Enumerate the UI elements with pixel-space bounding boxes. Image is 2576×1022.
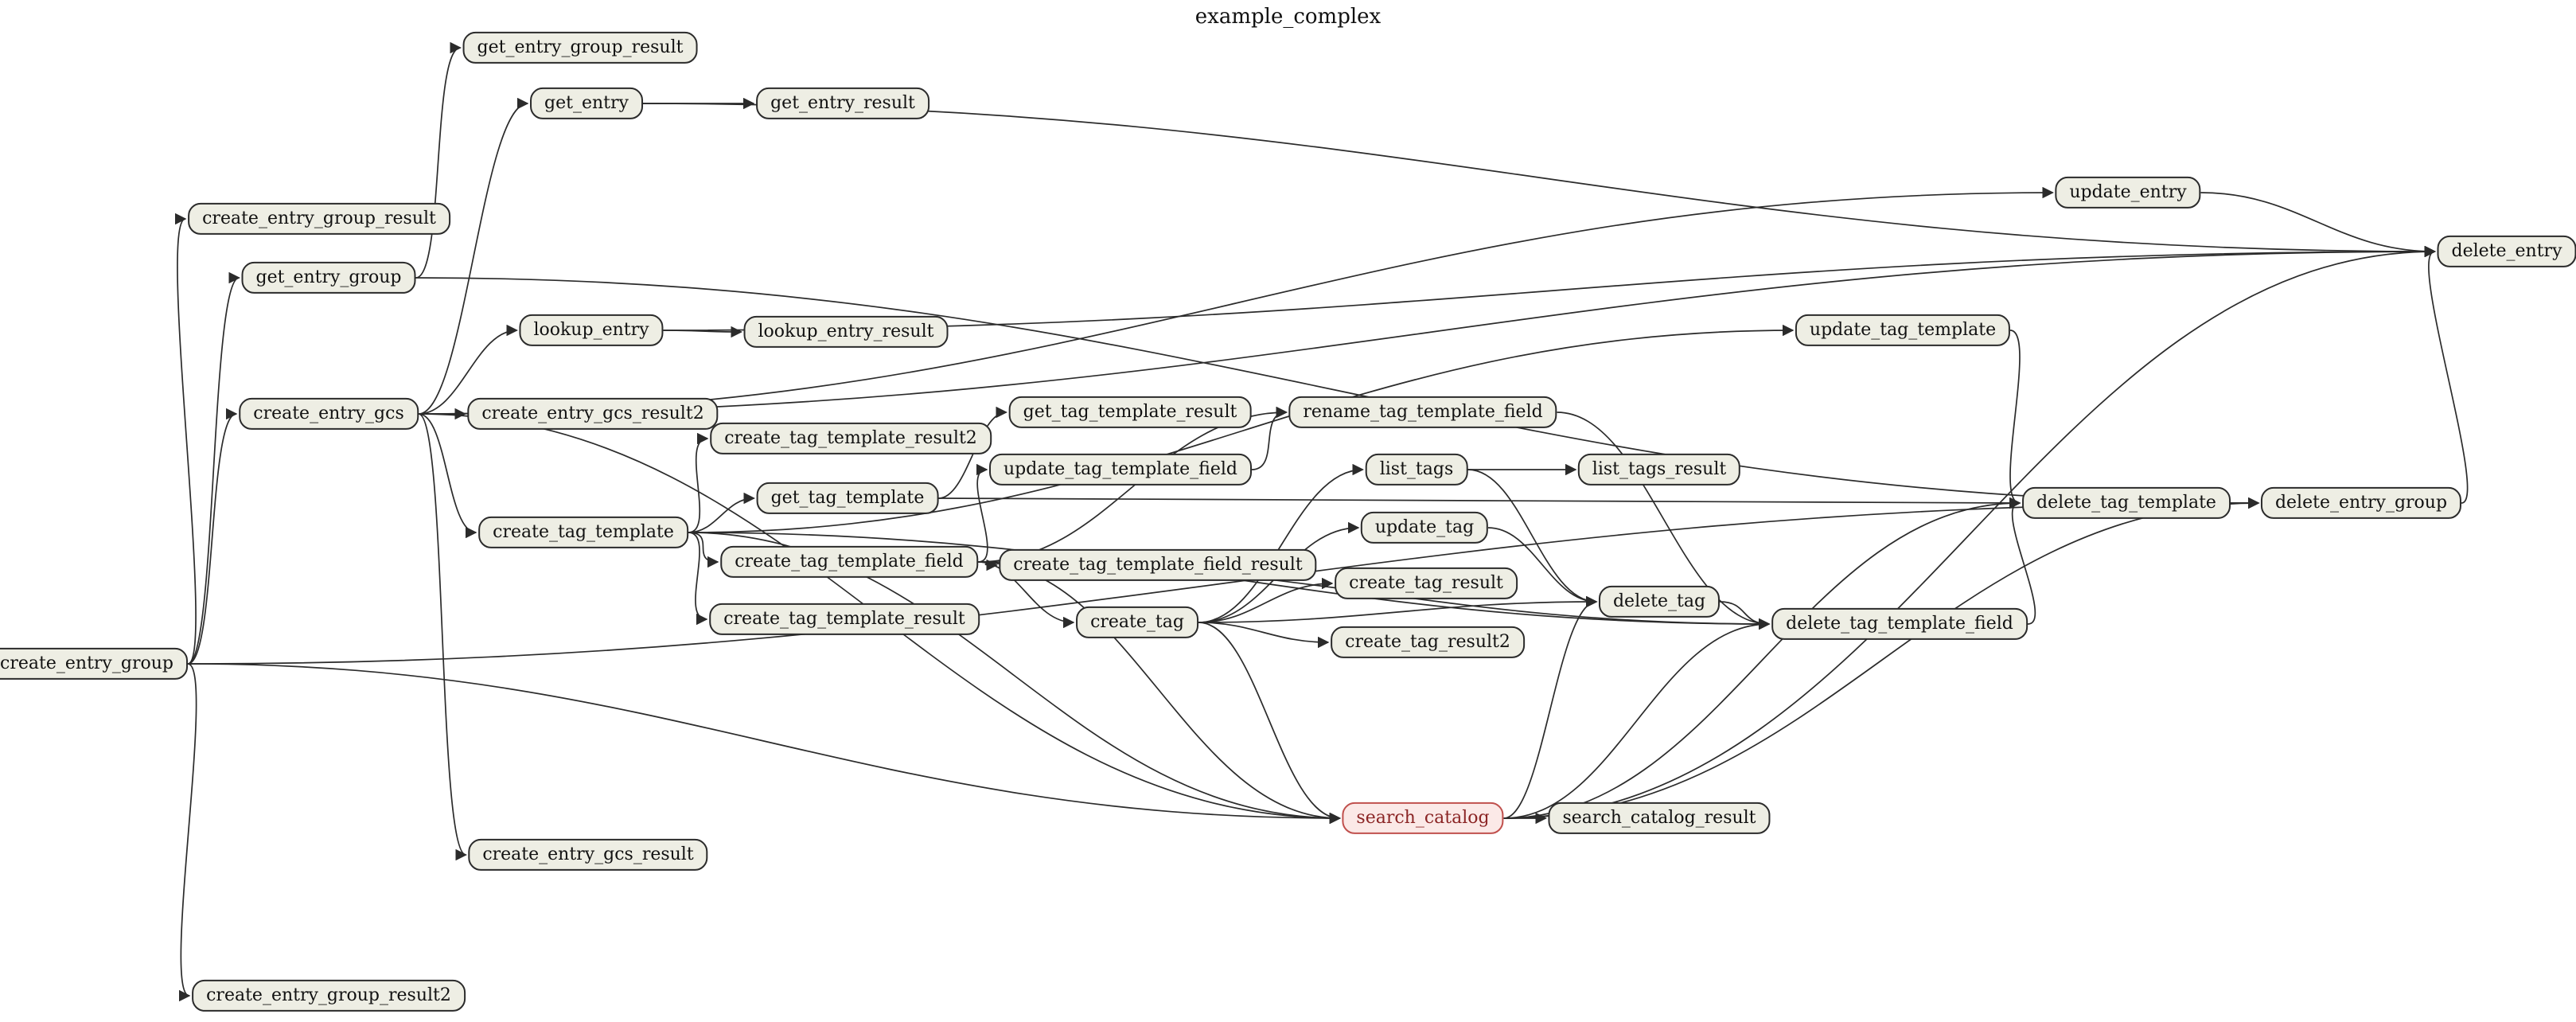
edge-search_catalog-to-delete_tag_template: [1503, 497, 2021, 819]
edge-lookup_entry-to-delete_entry: [663, 245, 2436, 331]
edge-create_entry_gcs-to-lookup_entry: [418, 324, 518, 415]
edge-group: [174, 41, 2469, 1002]
edge-rename_tag_template_field-to-delete_tag_template_field: [1557, 412, 1771, 630]
node-get_entry: get_entry: [530, 87, 643, 120]
node-create_tag_template_field: create_tag_template_field: [720, 545, 978, 579]
node-update_tag: update_tag: [1360, 511, 1489, 544]
edge-search_catalog-to-delete_tag: [1503, 595, 1598, 819]
edge-create_entry_gcs-to-get_entry: [418, 97, 529, 415]
node-create_tag: create_tag: [1076, 606, 1198, 639]
edge-update_entry-to-delete_entry: [2200, 192, 2436, 258]
node-update_tag_template: update_tag_template: [1795, 314, 2011, 347]
edge-create_entry_gcs-to-delete_entry: [418, 245, 2436, 415]
node-update_entry: update_entry: [2055, 176, 2201, 209]
edge-create_tag-to-create_tag_result: [1198, 577, 1334, 623]
node-delete_entry: delete_entry: [2437, 235, 2576, 268]
node-create_entry_group_result2: create_entry_group_result2: [192, 979, 466, 1012]
edge-delete_entry_group-to-delete_entry: [2424, 245, 2469, 504]
node-list_tags: list_tags: [1365, 453, 1468, 486]
node-create_tag_result: create_tag_result: [1335, 567, 1518, 600]
edge-create_tag-to-create_tag_result2: [1198, 622, 1330, 649]
node-create_tag_template_result: create_tag_template_result: [709, 603, 980, 636]
edge-search_catalog-to-delete_entry: [1503, 245, 2436, 819]
node-get_entry_group: get_entry_group: [241, 261, 416, 295]
node-update_tag_template_field: update_tag_template_field: [989, 453, 1252, 486]
node-lookup_entry: lookup_entry: [519, 314, 664, 347]
edge-create_tag_template-to-create_tag_template_result2: [688, 432, 709, 533]
edge-update_tag-to-delete_tag: [1487, 527, 1598, 608]
node-get_tag_template_result: get_tag_template_result: [1008, 396, 1252, 429]
node-create_entry_group_result: create_entry_group_result: [188, 202, 450, 236]
edge-search_catalog-to-delete_entry_group: [1503, 497, 2260, 819]
edge-create_entry_group-to-get_entry_group: [187, 271, 240, 665]
edge-create_tag_template-to-create_tag_template_result: [688, 532, 708, 626]
node-get_entry_result: get_entry_result: [756, 87, 929, 120]
edge-get_tag_template-to-delete_tag_template: [938, 497, 2021, 509]
edge-create_entry_group-to-search_catalog: [187, 663, 1341, 825]
node-delete_tag_template_field: delete_tag_template_field: [1771, 607, 2028, 641]
edge-create_entry_group-to-create_entry_group_result2: [178, 663, 197, 1002]
graph-title: example_complex: [1194, 5, 1382, 29]
edge-update_tag_template-to-delete_tag_template: [2009, 330, 2021, 509]
node-create_entry_gcs_result2: create_entry_gcs_result2: [467, 397, 719, 431]
edge-create_entry_group-to-create_entry_gcs: [187, 408, 238, 665]
edge-get_entry-to-delete_entry: [642, 103, 2436, 258]
edge-create_entry_gcs-to-create_entry_gcs_result: [418, 413, 467, 861]
edge-search_catalog-to-delete_tag_template_field: [1503, 618, 1771, 819]
edge-create_tag-to-list_tags: [1198, 463, 1364, 623]
node-get_entry_group_result: get_entry_group_result: [462, 31, 698, 64]
edge-create_tag_template-to-create_tag_template_field: [688, 532, 719, 568]
edge-create_tag_template-to-get_tag_template: [688, 492, 755, 533]
edge-create_tag_template_field-to-update_tag_template_field: [976, 463, 988, 563]
node-create_entry_gcs_result: create_entry_gcs_result: [468, 838, 708, 872]
node-create_tag_template: create_tag_template: [478, 516, 688, 549]
node-rename_tag_template_field: rename_tag_template_field: [1288, 396, 1557, 429]
node-create_tag_template_result2: create_tag_template_result2: [710, 422, 992, 455]
edge-create_tag-to-delete_tag: [1198, 595, 1598, 623]
edge-delete_tag-to-delete_tag_template_field: [1719, 601, 1771, 630]
edge-create_tag_template-to-update_tag_template: [688, 324, 1795, 533]
edge-update_tag_template_field-to-rename_tag_template_field: [1251, 406, 1288, 470]
edge-create_entry_group-to-delete_entry_group: [187, 497, 2260, 665]
edge-create_entry_group-to-create_entry_group_result: [174, 213, 197, 665]
node-delete_tag: delete_tag: [1598, 585, 1721, 618]
edge-get_entry_group-to-delete_entry_group: [415, 277, 2260, 509]
node-list_tags_result: list_tags_result: [1577, 453, 1741, 486]
edge-create_entry_gcs-to-create_tag_template: [418, 413, 477, 539]
node-get_tag_template: get_tag_template: [756, 482, 939, 515]
node-lookup_entry_result: lookup_entry_result: [743, 315, 949, 349]
edge-get_entry_group-to-get_entry_group_result: [415, 41, 462, 279]
node-create_entry_gcs: create_entry_gcs: [239, 397, 419, 431]
edge-list_tags-to-delete_tag: [1467, 469, 1598, 608]
node-create_tag_template_field_result: create_tag_template_field_result: [999, 548, 1317, 582]
edge-create_tag-to-search_catalog: [1198, 622, 1341, 825]
node-create_entry_group: create_entry_group: [0, 647, 188, 681]
edge-delete_tag_template_field-to-delete_tag_template: [2009, 497, 2036, 625]
node-delete_tag_template: delete_tag_template: [2022, 486, 2231, 520]
node-delete_entry_group: delete_entry_group: [2260, 486, 2462, 520]
node-search_catalog_result: search_catalog_result: [1548, 802, 1771, 835]
node-create_tag_result2: create_tag_result2: [1331, 626, 1525, 659]
edge-get_tag_template-to-get_tag_template_result: [938, 406, 1007, 499]
node-search_catalog: search_catalog: [1342, 802, 1504, 835]
